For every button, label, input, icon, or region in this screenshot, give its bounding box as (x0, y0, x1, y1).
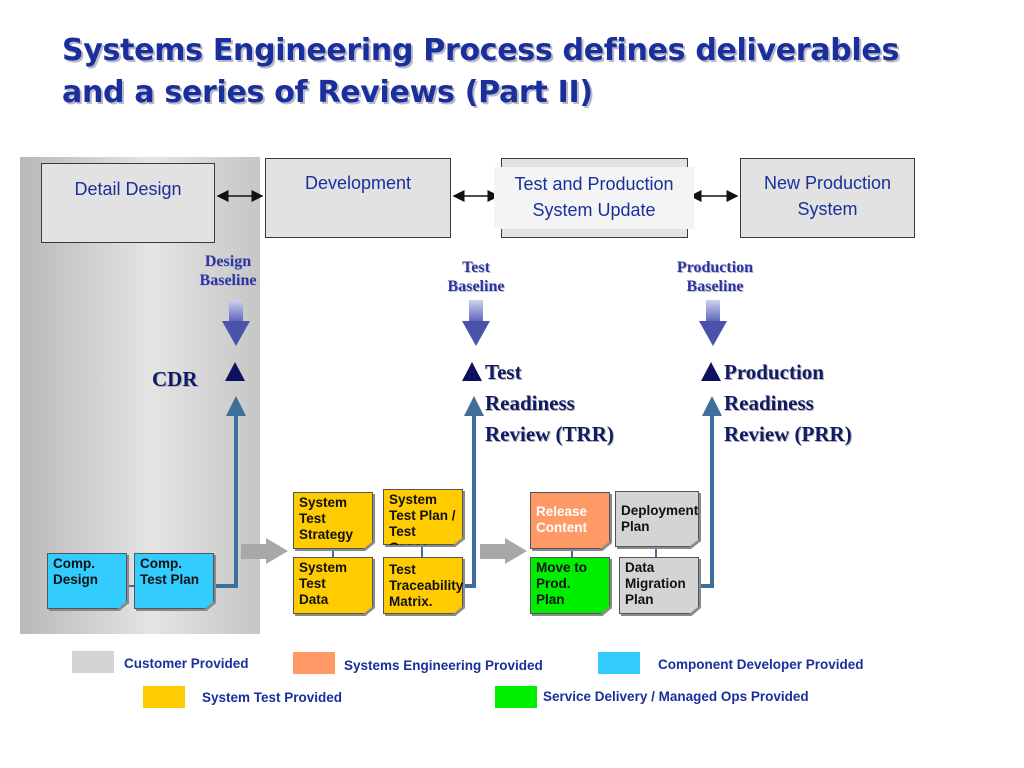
slide-title: Systems Engineering Process defines deli… (62, 30, 962, 114)
doc-deployment-plan-line-1: Deployment (621, 503, 699, 518)
test-baseline-arrow (462, 300, 490, 346)
design-baseline-line-1: Design (204, 253, 252, 270)
doc-system-test-plan-line-3: Test Cases (389, 524, 429, 555)
doc-move-to-prod-line-3: Plan (536, 592, 565, 607)
doc-data-migration: Data Migration Plan (619, 557, 699, 614)
doc-comp-design-line-1: Comp. (53, 556, 95, 571)
doc-deployment-plan: Deployment Plan (615, 491, 699, 547)
production-baseline-arrow (699, 300, 727, 346)
trr-milestone-icon (462, 362, 482, 381)
legend-swatch-customer (72, 651, 114, 673)
production-baseline-label: Production Baseline (655, 258, 775, 296)
flow-arrow-1 (241, 538, 288, 564)
production-baseline-line-1: Production (676, 259, 754, 276)
legend-swatch-component-developer (598, 652, 640, 674)
doc-system-test-strategy: System Test Strategy (293, 492, 373, 549)
doc-comp-test-plan: Comp. Test Plan (134, 553, 214, 609)
phase-test-production-line-1: Test and Production (514, 174, 674, 194)
legend-label-service-delivery: Service Delivery / Managed Ops Provided (543, 689, 809, 704)
doc-release-content-line-1: Release (536, 504, 588, 519)
test-baseline-line-1: Test (462, 259, 490, 276)
legend-swatch-service-delivery (495, 686, 537, 708)
phase-new-production-line-2: System (797, 199, 858, 219)
test-baseline-line-2: Baseline (447, 278, 505, 295)
prr-line-1: Production (724, 360, 824, 384)
legend-swatch-system-test (143, 686, 185, 708)
cdr-milestone-icon (225, 362, 245, 381)
trr-feed-line (463, 396, 484, 588)
doc-system-test-strategy-line-3: Strategy (299, 527, 354, 542)
prr-feed-line (700, 396, 722, 588)
doc-test-traceability-line-3: Matrix. (389, 594, 433, 609)
trr-line-1: Test (485, 360, 522, 384)
phase-test-production-line-2: System Update (532, 200, 656, 220)
test-baseline-label: Test Baseline (426, 258, 526, 296)
doc-system-test-strategy-line-2: Test (299, 511, 326, 526)
doc-data-migration-line-2: Migration (625, 576, 686, 591)
design-baseline-label: Design Baseline (180, 252, 276, 290)
legend-label-customer: Customer Provided (124, 656, 249, 671)
prr-line-2: Readiness (724, 391, 814, 415)
production-baseline-line-2: Baseline (686, 278, 744, 295)
doc-move-to-prod-line-1: Move to (536, 560, 588, 575)
doc-test-traceability: Test Traceability Matrix. (383, 557, 463, 614)
doc-move-to-prod-line-2: Prod. (536, 576, 571, 591)
doc-comp-test-plan-line-1: Comp. (140, 556, 182, 571)
doc-comp-test-plan-line-2: Test Plan (140, 572, 200, 587)
doc-data-migration-line-1: Data (625, 560, 655, 575)
design-baseline-line-2: Baseline (199, 272, 257, 289)
phase-development: Development (265, 158, 451, 238)
doc-system-test-strategy-line-1: System (299, 495, 348, 510)
prr-line-3: Review (PRR) (724, 422, 852, 446)
doc-release-content: Release Content (530, 492, 610, 549)
doc-test-traceability-line-2: Traceability (389, 578, 464, 593)
design-baseline-arrow (222, 300, 250, 346)
trr-line-2: Readiness (485, 391, 575, 415)
doc-test-traceability-line-1: Test (389, 562, 416, 577)
trr-line-3: Review (TRR) (485, 422, 614, 446)
doc-deployment-plan-line-2: Plan (621, 519, 650, 534)
flow-arrow-2 (480, 538, 527, 564)
prr-label: Production Readiness Review (PRR) (724, 357, 852, 450)
phase-detail-design-label: Detail Design (74, 179, 182, 199)
doc-system-test-data-line-3: Data (299, 592, 329, 607)
phase-new-production-line-1: New Production (763, 173, 892, 193)
doc-data-migration-line-3: Plan (625, 592, 654, 607)
doc-system-test-plan-line-2: Test Plan / (389, 508, 456, 523)
phase-new-production: New Production System (740, 158, 915, 238)
cdr-feed-line (216, 396, 246, 588)
doc-comp-design: Comp. Design (47, 553, 127, 609)
legend-label-system-test: System Test Provided (202, 690, 343, 705)
doc-system-test-data-line-1: System (299, 560, 348, 575)
doc-release-content-line-2: Content (536, 520, 587, 535)
phase-development-label: Development (304, 173, 412, 193)
title-line-1: Systems Engineering Process defines deli… (62, 33, 900, 68)
title-line-2: and a series of Reviews (Part II) (62, 75, 593, 110)
doc-system-test-data-line-2: Test (299, 576, 326, 591)
doc-move-to-prod: Move to Prod. Plan (530, 557, 610, 614)
legend-swatch-systems-engineering (293, 652, 335, 674)
cdr-label: CDR (152, 367, 198, 391)
phase-test-production: Test and Production System Update (494, 167, 694, 229)
doc-system-test-data: System Test Data (293, 557, 373, 614)
doc-system-test-plan-line-1: System (389, 492, 438, 507)
trr-label: Test Readiness Review (TRR) (485, 357, 614, 450)
prr-milestone-icon (701, 362, 721, 381)
legend-label-systems-engineering: Systems Engineering Provided (344, 658, 543, 673)
phase-detail-design: Detail Design (41, 163, 215, 243)
doc-system-test-plan: System Test Plan / Test Cases (383, 489, 463, 545)
doc-comp-design-line-2: Design (53, 572, 99, 587)
legend-label-component-developer: Component Developer Provided (658, 657, 864, 672)
